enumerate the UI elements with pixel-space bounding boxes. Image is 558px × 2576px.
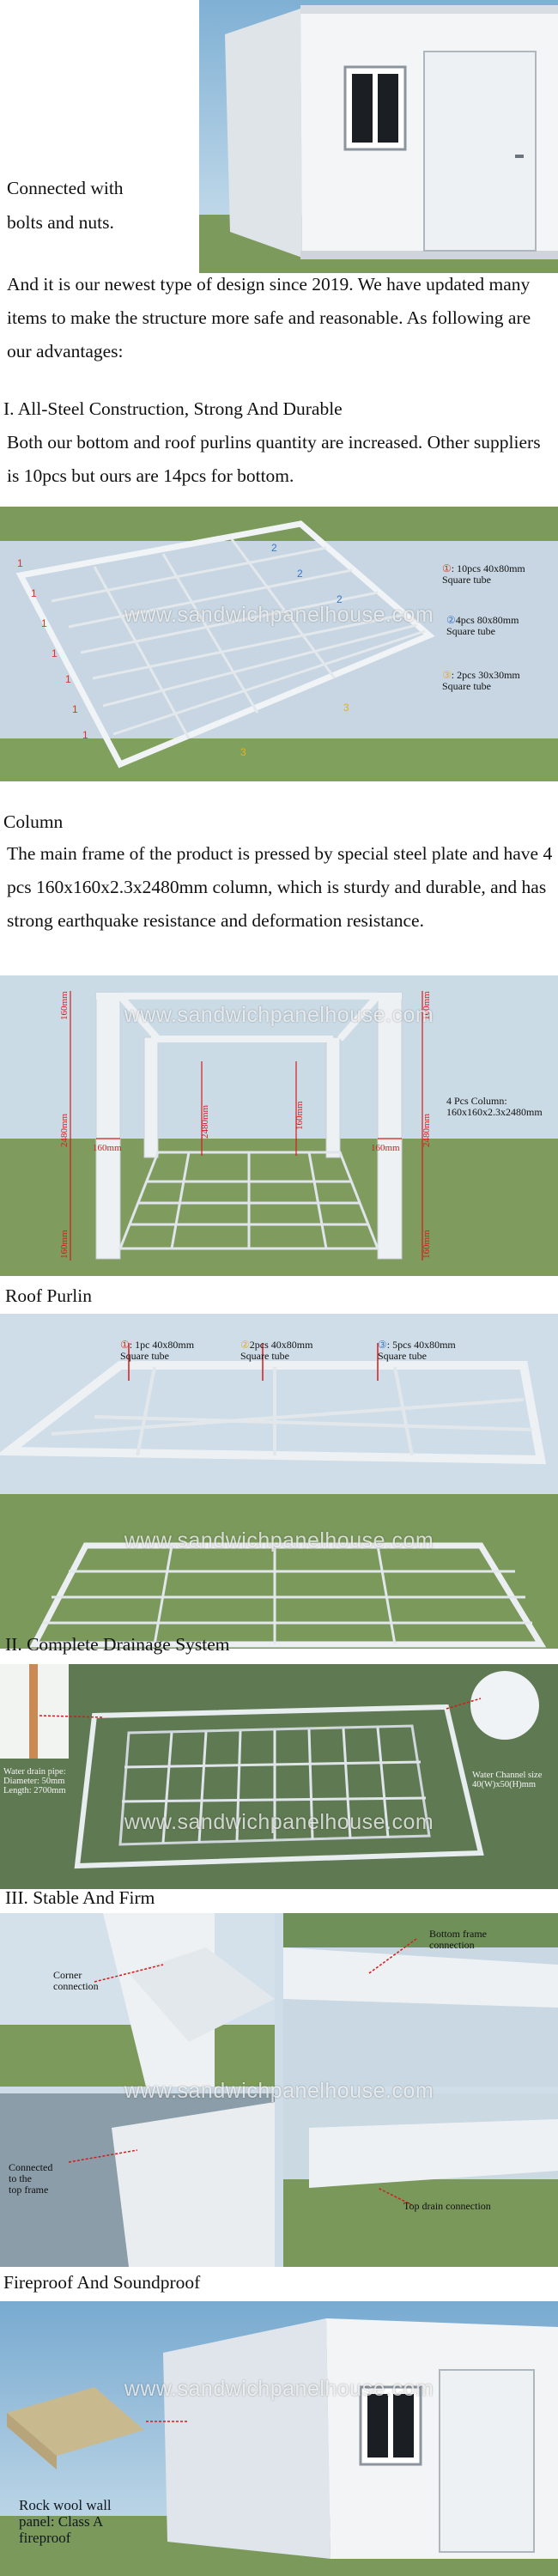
watermark-6: www.sandwichpanelhouse.com xyxy=(124,2377,434,2401)
svg-text:2480mm: 2480mm xyxy=(200,1104,210,1139)
svg-text:160mm: 160mm xyxy=(294,1101,305,1130)
section1-heading: I. All-Steel Construction, Strong And Du… xyxy=(3,398,343,419)
svg-text:160mm: 160mm xyxy=(422,991,432,1020)
drainage-image: www.sandwichpanelhouse.com Water drain p… xyxy=(0,1664,558,1889)
roof-heading: Roof Purlin xyxy=(5,1285,92,1306)
watermark-5: www.sandwichpanelhouse.com xyxy=(124,2079,434,2103)
svg-text:1: 1 xyxy=(52,647,58,659)
svg-text:2480mm: 2480mm xyxy=(59,1113,70,1147)
svg-text:1: 1 xyxy=(31,587,37,599)
column-label: 4 Pcs Column:160x160x2.3x2480mm xyxy=(446,1095,543,1118)
svg-text:160mm: 160mm xyxy=(422,1230,432,1259)
intro-connected-line2: bolts and nuts. xyxy=(7,212,114,233)
svg-text:160mm: 160mm xyxy=(59,1230,70,1259)
watermark-2: www.sandwichpanelhouse.com xyxy=(124,1003,434,1027)
column-heading: Column xyxy=(3,811,64,832)
svg-text:2: 2 xyxy=(271,542,277,554)
top-drain-connection-label: Top drain connection xyxy=(403,2200,491,2212)
svg-text:1: 1 xyxy=(65,673,71,685)
svg-text:1: 1 xyxy=(82,729,88,741)
svg-text:1: 1 xyxy=(17,557,23,569)
fireproof-heading: Fireproof And Soundproof xyxy=(3,2272,201,2293)
drainage-heading: II. Complete Drainage System xyxy=(5,1634,230,1655)
stable-heading: III. Stable And Firm xyxy=(5,1887,155,1908)
section1-text: Both our bottom and roof purlins quantit… xyxy=(7,432,541,486)
roof-purlin-image: www.sandwichpanelhouse.com ①: 1pc 40x80m… xyxy=(0,1314,558,1649)
svg-text:160mm: 160mm xyxy=(93,1143,122,1153)
svg-text:3: 3 xyxy=(343,702,349,714)
bottom-frame-image: 1 1 1 1 1 1 1 2 2 2 3 3 www.sandwichpanelhouse.c… xyxy=(0,507,558,781)
intro-connected-line1: Connected with xyxy=(7,178,124,198)
svg-text:2: 2 xyxy=(297,568,303,580)
watermark-3: www.sandwichpanelhouse.com xyxy=(124,1528,434,1552)
fireproof-image: www.sandwichpanelhouse.com Rock wool wal… xyxy=(0,2301,558,2576)
svg-text:1: 1 xyxy=(72,703,78,715)
column-frame-image: 160mm 2480mm 160mm 160mm 2480mm 160mm 16… xyxy=(0,975,558,1276)
svg-text:2480mm: 2480mm xyxy=(422,1113,432,1147)
container-photo-top xyxy=(199,0,558,273)
svg-text:2: 2 xyxy=(337,593,343,605)
svg-text:3: 3 xyxy=(240,746,246,758)
intro-paragraph: And it is our newest type of design sinc… xyxy=(7,274,531,361)
svg-text:160mm: 160mm xyxy=(371,1143,400,1153)
column-text: The main frame of the product is pressed… xyxy=(7,843,553,931)
svg-text:160mm: 160mm xyxy=(59,991,70,1020)
watermark-1: www.sandwichpanelhouse.com xyxy=(124,603,434,627)
watermark-4: www.sandwichpanelhouse.com xyxy=(124,1810,434,1834)
svg-text:1: 1 xyxy=(41,617,47,629)
